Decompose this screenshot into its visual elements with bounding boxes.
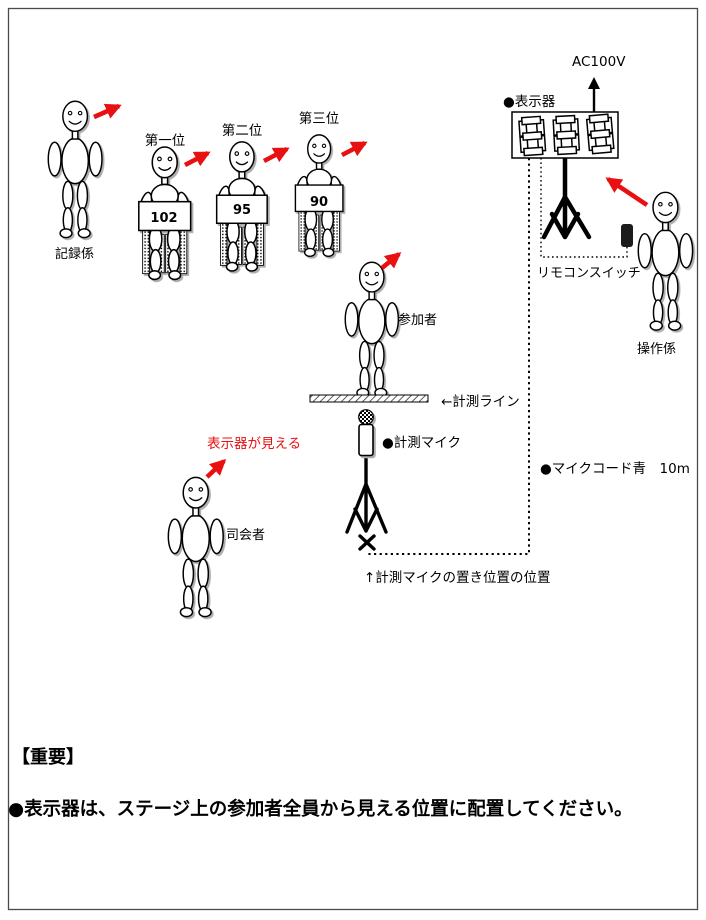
mic-body [358,423,374,457]
rank-2-label: 第二位 [222,122,263,139]
remote-cord-dotted-line [540,158,628,258]
participant-label: 参加者 [398,312,437,328]
display-tripod [541,155,592,240]
mic-position-label: ↑計測マイクの置き位置の位置 [364,570,551,586]
mc-label: 司会者 [226,528,265,543]
rank-2-group: 第二位 95 [214,122,270,272]
rank-3-label: 第三位 [299,110,340,127]
display-digit-1 [517,115,547,157]
measure-mic-group [345,409,388,551]
remote-switch-label: リモコンスイッチ [537,266,641,281]
rank-3-group: 第三位 90 [293,110,346,258]
rank-2-score: 95 [233,203,251,218]
note-heading: 【重要】 [12,746,84,768]
display-label: ●表示器 [503,94,556,110]
mc-gaze-arrow [205,458,227,479]
rank-2-gaze-arrow [262,146,290,164]
mic-head [358,409,374,425]
rank-3-gaze-arrow [340,140,368,158]
mic-cord-label: ●マイクコード青 10m [540,461,690,477]
measure-line-label: ←計測ライン [441,394,520,410]
rank-3-score: 90 [310,195,328,210]
rank-1-group: 第一位 102 [136,132,194,281]
rank-1-gaze-arrow [183,150,211,168]
score-display-unit: AC100V ●表示器 [503,54,626,240]
ac-power-label: AC100V [572,54,626,70]
measure-line-bar [309,394,429,403]
note-body: ●表示器は、ステージ上の参加者全員から見える位置に配置してください。 [8,798,633,820]
remote-switch [621,224,633,247]
recorder-gaze-arrow [93,103,122,120]
display-visible-note: 表示器が見える [207,436,301,452]
recorder-label: 記録係 [55,246,94,262]
rank-1-label: 第一位 [145,132,186,149]
operator-gaze-arrow [605,177,649,207]
display-digit-3 [585,113,615,155]
participant-gaze-arrow [380,252,402,270]
mic-position-x-mark [358,534,376,551]
display-digit-2 [552,114,581,156]
measure-mic-label: ●計測マイク [382,435,461,451]
rank-1-score: 102 [150,211,177,226]
mic-tripod [345,455,388,534]
operator-label: 操作係 [637,341,676,357]
